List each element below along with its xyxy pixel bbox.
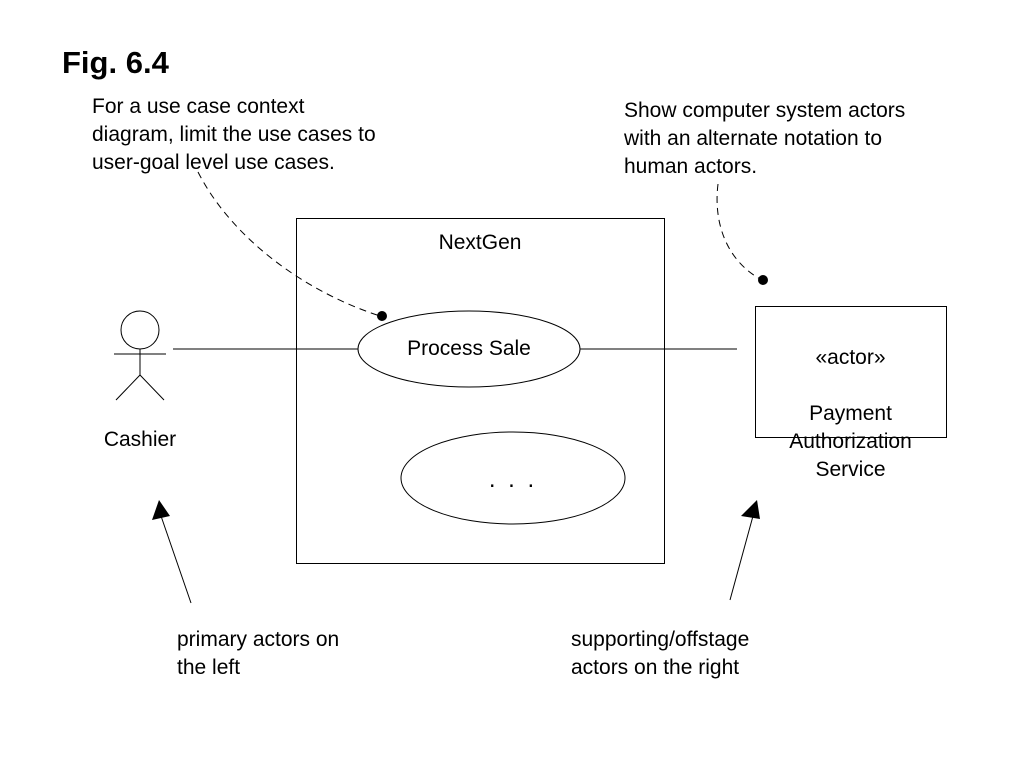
caption-supporting-actors: supporting/offstage actors on the right <box>571 628 750 679</box>
figure-title: Fig. 6.4 <box>62 45 169 80</box>
use-case-more[interactable] <box>400 431 626 525</box>
note-connector-left <box>197 171 381 317</box>
caption-primary-actors: primary actors on the left <box>177 628 340 679</box>
use-case-label-more: . . . <box>488 466 538 493</box>
note-right: Show computer system actors with an alte… <box>624 99 906 178</box>
arrow-right-shaft <box>729 515 754 601</box>
note-left: For a use case context diagram, limit th… <box>92 95 376 174</box>
payment-service-label: «actor» Payment Authorization Service <box>755 316 946 512</box>
stick-figure-actor-icon <box>114 310 166 401</box>
arrow-right-head <box>741 500 760 519</box>
arrow-left-shaft <box>160 515 192 604</box>
note-anchor-dot-right <box>758 275 768 285</box>
note-connector-right <box>716 183 763 281</box>
actor-name-payment-service: Payment Authorization Service <box>789 402 912 481</box>
note-anchor-dot-left <box>377 311 387 321</box>
actor-stereotype: «actor» <box>815 346 886 369</box>
actor-name-cashier: Cashier <box>103 428 177 451</box>
payment-service-box[interactable] <box>755 306 947 438</box>
system-name: NextGen <box>438 231 522 254</box>
use-case-label-process-sale: Process Sale <box>407 337 531 360</box>
arrow-left-head <box>152 500 170 520</box>
system-boundary <box>296 218 665 564</box>
